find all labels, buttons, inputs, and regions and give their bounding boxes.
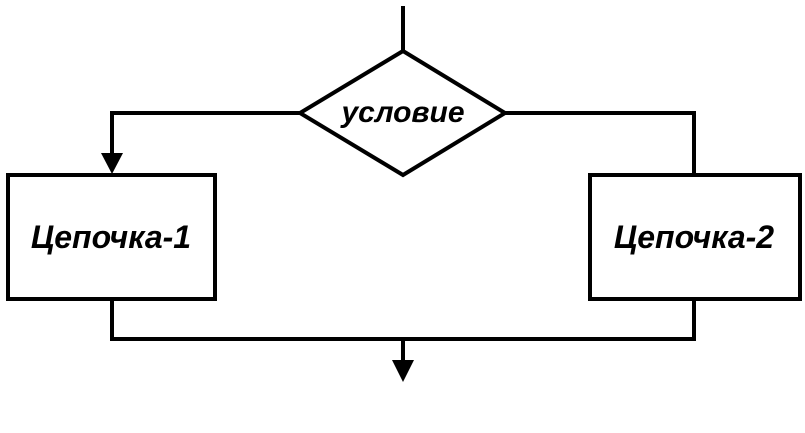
right-branch-connector: [503, 111, 696, 177]
merge-connector: [110, 297, 696, 341]
condition-diamond: [296, 48, 509, 178]
left-branch-connector: [110, 111, 302, 157]
right-process-block: [588, 173, 802, 301]
left-block-label: Цепочка-1: [31, 219, 191, 255]
left-branch-arrowhead: [101, 153, 123, 174]
right-block-label: Цепочка-2: [614, 219, 774, 255]
left-process-block: [6, 173, 217, 301]
condition-label: условие: [339, 96, 464, 129]
exit-arrowhead: [392, 360, 414, 382]
